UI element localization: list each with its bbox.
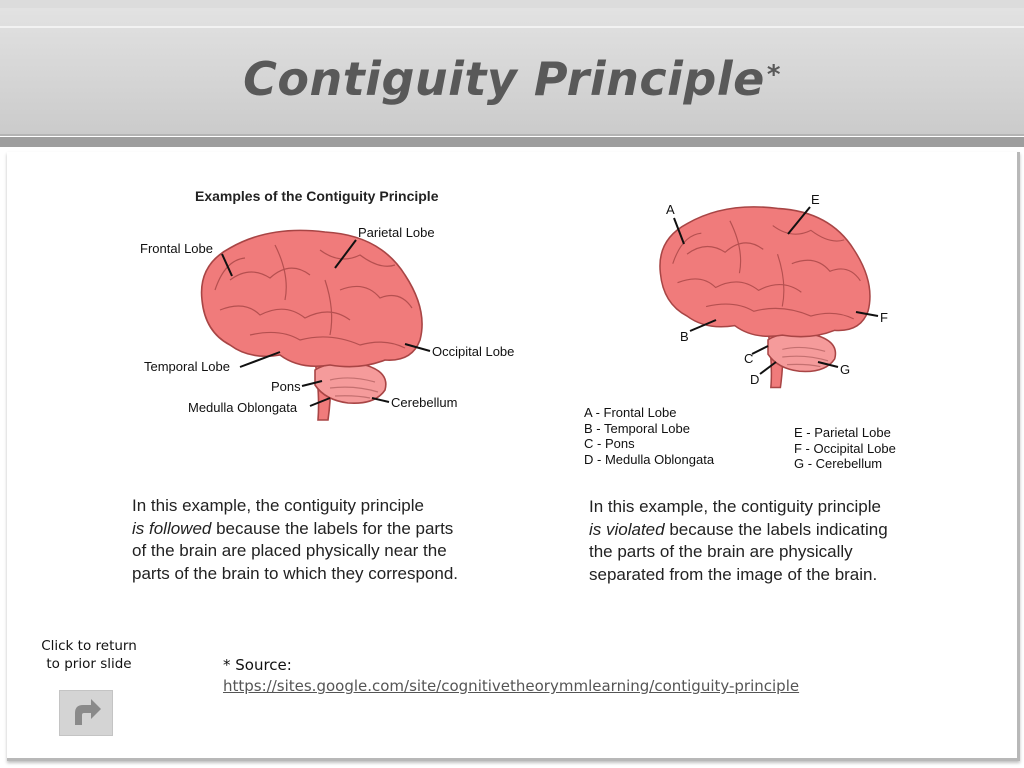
label-temporal-lobe: Temporal Lobe [144, 359, 230, 374]
caption-emphasis: is followed [132, 518, 212, 538]
label-pons: Pons [271, 379, 301, 394]
letter-e: E [811, 192, 820, 207]
source-link[interactable]: https://sites.google.com/site/cognitivet… [223, 677, 800, 695]
letter-d: D [750, 372, 760, 387]
caption-line: is followed because the labels for the p… [132, 518, 458, 541]
return-arrow-icon [75, 699, 101, 725]
right-cerebrum [659, 206, 871, 338]
back-instructions: Click to return to prior slide [28, 637, 150, 673]
slide-header [0, 8, 1024, 136]
legend-left: A - Frontal Lobe B - Temporal Lobe C - P… [584, 405, 714, 467]
caption-line: In this example, the contiguity principl… [132, 496, 424, 515]
title-asterisk: * [766, 60, 781, 90]
left-brain-image [200, 229, 423, 421]
caption-text: because the labels indicating [664, 519, 888, 539]
header-band [0, 26, 1024, 28]
slide-title: Contiguity Principle* [0, 52, 1024, 106]
top-stripe [0, 0, 1024, 8]
caption-emphasis: is violated [589, 519, 665, 539]
letter-c: C [744, 351, 754, 366]
caption-line: parts of the brain to which they corresp… [132, 563, 459, 583]
label-parietal-lobe: Parietal Lobe [358, 225, 435, 240]
back-text-line: Click to return [41, 638, 137, 654]
legend-item: A - Frontal Lobe [584, 405, 677, 420]
header-divider [0, 137, 1024, 147]
caption-text: because the labels for the parts [211, 518, 454, 538]
caption-line: of the brain are placed physically near … [132, 541, 447, 560]
legend-item: G - Cerebellum [794, 456, 883, 471]
source-label: * Source: [223, 656, 292, 674]
left-figure-heading: Examples of the Contiguity Principle [195, 188, 439, 204]
legend-item: B - Temporal Lobe [584, 420, 690, 436]
legend-item: D - Medulla Oblongata [584, 451, 715, 467]
caption-line: is violated because the labels indicatin… [589, 519, 888, 542]
caption-line: separated from the image of the brain. [589, 564, 878, 584]
left-caption: In this example, the contiguity principl… [132, 495, 458, 585]
label-occipital-lobe: Occipital Lobe [432, 344, 515, 359]
legend-right: E - Parietal Lobe F - Occipital Lobe G -… [794, 425, 896, 472]
label-cerebellum: Cerebellum [391, 395, 458, 410]
left-cerebrum [200, 229, 423, 368]
letter-f: F [880, 310, 888, 325]
return-to-prior-slide-button[interactable] [59, 690, 113, 736]
letter-b: B [680, 329, 689, 344]
legend-item: C - Pons [584, 436, 635, 451]
right-caption: In this example, the contiguity principl… [589, 496, 888, 586]
letter-g: G [840, 362, 851, 377]
letter-a: A [666, 202, 675, 217]
label-medulla-oblongata: Medulla Oblongata [188, 400, 298, 415]
back-text-line: to prior slide [46, 656, 132, 672]
source-citation: * Source: https://sites.google.com/site/… [223, 655, 799, 697]
slide-title-text: Contiguity Principle [243, 52, 765, 106]
legend-item: E - Parietal Lobe [794, 425, 891, 440]
label-frontal-lobe: Frontal Lobe [140, 241, 213, 256]
caption-line: In this example, the contiguity principl… [589, 497, 881, 516]
legend-item: F - Occipital Lobe [794, 440, 896, 456]
caption-line: the parts of the brain are physically [589, 542, 853, 561]
